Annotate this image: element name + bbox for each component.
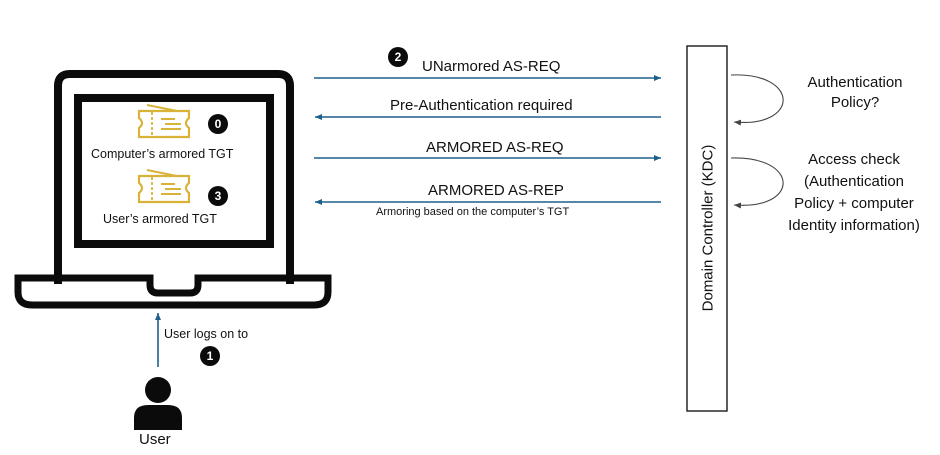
loop-arrow-access-check: [730, 157, 784, 209]
check-line: Identity information): [788, 217, 920, 234]
kdc-label: Domain Controller (KDC): [699, 144, 717, 312]
step-badge-3: 3: [208, 186, 228, 206]
msg-armored-as-rep: ARMORED AS-REP: [428, 182, 564, 199]
step-badge-1: 1: [200, 346, 220, 366]
laptop-screen: [74, 94, 274, 248]
check-line: Access check: [808, 151, 900, 168]
check-line: Policy + computer: [794, 195, 914, 212]
msg-pre-auth-required: Pre-Authentication required: [390, 97, 573, 114]
check-line: Authentication: [807, 74, 903, 91]
computer-tgt-label: Computer’s armored TGT: [91, 147, 234, 161]
check-line: Policy?: [830, 94, 880, 111]
step-badge-0: 0: [208, 114, 228, 134]
msg-armoring-note: Armoring based on the computer’s TGT: [376, 206, 570, 218]
check-auth-policy: Authentication Policy?: [780, 73, 930, 113]
laptop-base: [14, 274, 332, 309]
user-label: User: [139, 431, 171, 448]
kdc-box: [686, 45, 728, 412]
laptop-icon: [14, 70, 332, 309]
msg-unarmored-as-req: UNarmored AS-REQ: [422, 58, 561, 75]
user-tgt-label: User’s armored TGT: [103, 212, 217, 226]
loop-arrow-auth-policy: [730, 74, 784, 126]
msg-armored-as-req: ARMORED AS-REQ: [426, 139, 564, 156]
ticket-icon: [137, 104, 191, 139]
step-badge-2: 2: [388, 47, 408, 67]
user-logon-label: User logs on to: [164, 327, 249, 341]
check-access: Access check (Authentication Policy + co…: [768, 149, 940, 237]
check-line: (Authentication: [803, 173, 905, 190]
ticket-icon: [137, 169, 191, 204]
user-icon: [134, 377, 182, 430]
